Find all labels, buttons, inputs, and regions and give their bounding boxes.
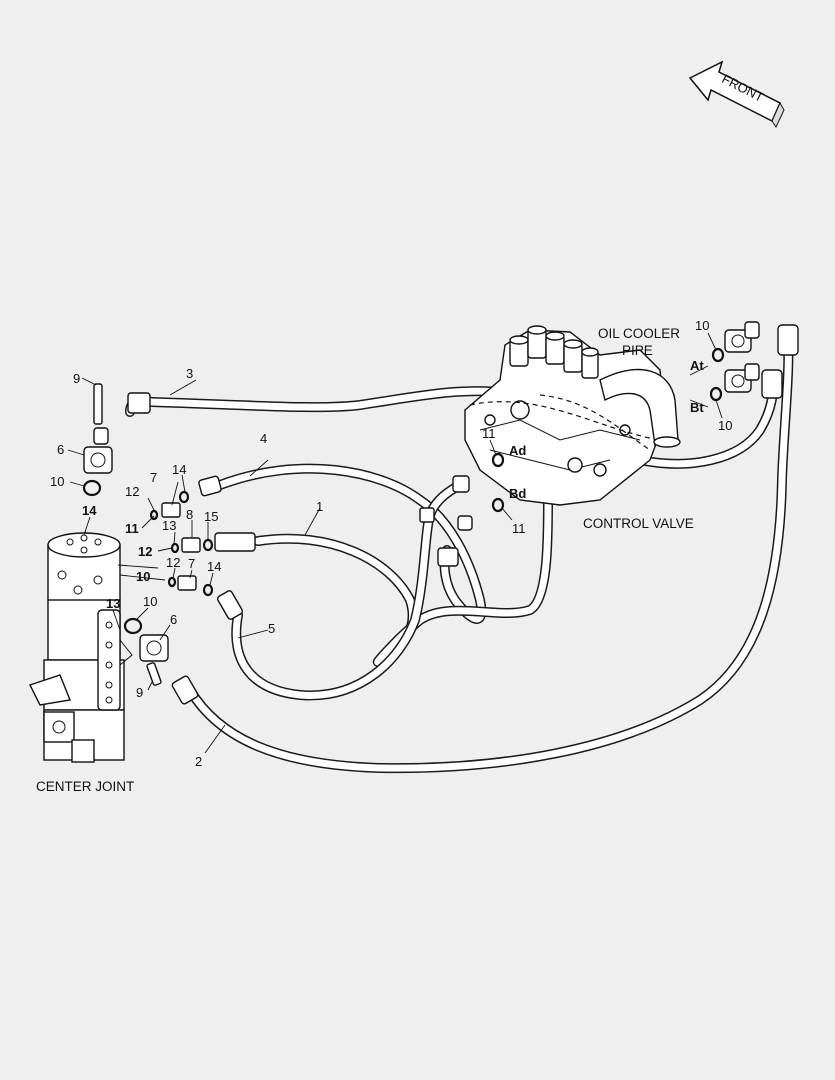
callout-10-upper: 10 (50, 474, 64, 489)
callout-13-center: 13 (106, 596, 120, 611)
callout-6-lower: 6 (170, 612, 177, 627)
leader-lines (67, 332, 723, 754)
callout-11-center: 11 (125, 521, 139, 536)
callout-13-upper: 13 (162, 518, 176, 533)
oil-cooler-label-line1: OIL COOLER (598, 326, 680, 341)
control-valve-label: CONTROL VALVE (583, 516, 694, 531)
callout-11-bd: 11 (512, 521, 526, 536)
part-callouts: 3 4 1 5 2 9 6 10 14 12 7 14 11 13 8 15 1… (50, 318, 732, 769)
port-bt-label: Bt (690, 400, 704, 415)
callout-10-center: 10 (136, 569, 150, 584)
callout-12-upper: 12 (125, 484, 139, 499)
hose-fittings (127, 324, 799, 705)
callout-7-lower: 7 (188, 556, 195, 571)
callout-12-lower: 12 (166, 555, 180, 570)
port-bd-label: Bd (509, 486, 526, 501)
component-captions: OIL COOLER PIPE CONTROL VALVE CENTER JOI… (36, 326, 694, 794)
o-rings (82, 347, 725, 635)
valve-spools (509, 325, 599, 379)
hose-2 (185, 340, 794, 774)
callout-3: 3 (186, 366, 193, 381)
flange-at (724, 321, 760, 353)
callout-10-lower: 10 (143, 594, 157, 609)
callout-14-center: 14 (82, 503, 97, 518)
callout-10-bt: 10 (718, 418, 732, 433)
callout-11-ad: 11 (482, 426, 496, 441)
callout-4: 4 (260, 431, 267, 446)
callout-15: 15 (204, 509, 218, 524)
split-flange-upper (83, 383, 113, 474)
front-arrow-icon: FRONT (688, 60, 785, 129)
hose-1 (253, 495, 553, 667)
callout-9-upper: 9 (73, 371, 80, 386)
callout-2: 2 (195, 754, 202, 769)
port-at-label: At (690, 358, 704, 373)
callout-6-upper: 6 (57, 442, 64, 457)
callout-7-upper: 7 (150, 470, 157, 485)
callout-8: 8 (186, 507, 193, 522)
center-joint-label: CENTER JOINT (36, 779, 134, 794)
flange-bt (724, 363, 760, 393)
callout-14-lower: 14 (207, 559, 221, 574)
oil-cooler-label-line2: PIPE (622, 343, 653, 358)
oil-cooler-pipe (599, 368, 681, 448)
callout-10-at: 10 (695, 318, 709, 333)
callout-14-upper: 14 (172, 462, 186, 477)
callout-12-center: 12 (138, 544, 152, 559)
port-ad-label: Ad (509, 443, 526, 458)
adapters (161, 502, 201, 591)
hose-4 (215, 463, 487, 624)
port-labels: At Bt Ad Bd (509, 358, 704, 501)
callout-1: 1 (316, 499, 323, 514)
callout-5: 5 (268, 621, 275, 636)
callout-9-lower: 9 (136, 685, 143, 700)
center-joint (29, 532, 133, 763)
split-flange-lower (139, 634, 169, 686)
